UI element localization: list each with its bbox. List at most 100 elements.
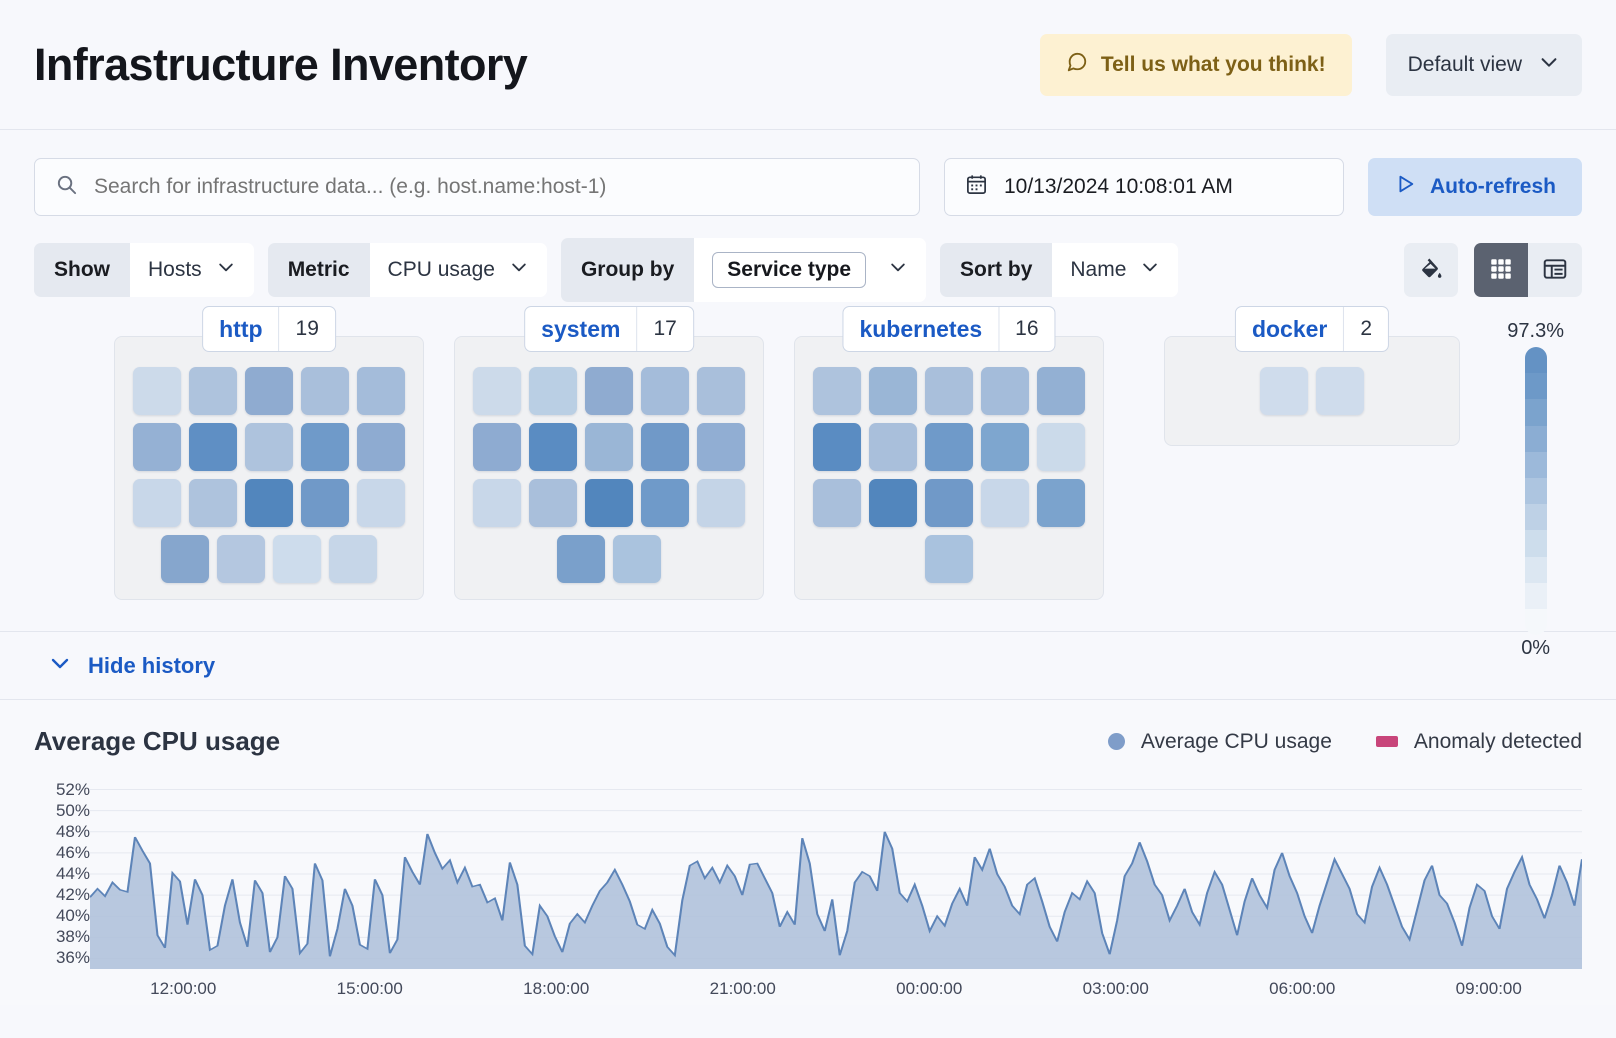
- waffle-cell[interactable]: [557, 535, 605, 583]
- plot-area[interactable]: [90, 779, 1582, 969]
- waffle-cell[interactable]: [1316, 367, 1364, 415]
- legend-label: Average CPU usage: [1140, 729, 1332, 753]
- filter-show[interactable]: Show Hosts: [34, 243, 254, 297]
- filter-group-by-value[interactable]: Service type: [694, 238, 927, 302]
- group-chip[interactable]: system 17: [524, 306, 694, 352]
- waffle-cell[interactable]: [813, 479, 861, 527]
- waffle-cell[interactable]: [585, 479, 633, 527]
- waffle-cell[interactable]: [161, 535, 209, 583]
- waffle-cell[interactable]: [473, 479, 521, 527]
- waffle-cell[interactable]: [529, 423, 577, 471]
- waffle-cell[interactable]: [357, 423, 405, 471]
- filter-show-value[interactable]: Hosts: [130, 243, 254, 297]
- table-view-toggle[interactable]: [1528, 243, 1582, 297]
- page-header: Infrastructure Inventory Tell us what yo…: [0, 0, 1616, 130]
- group-chip[interactable]: http 19: [202, 306, 336, 352]
- grid-view-icon: [1488, 256, 1514, 285]
- filter-sort-by[interactable]: Sort by Name: [940, 243, 1179, 297]
- waffle-cell[interactable]: [529, 367, 577, 415]
- search-input-wrapper[interactable]: [34, 158, 920, 216]
- waffle-cell[interactable]: [357, 367, 405, 415]
- calendar-icon: [965, 173, 988, 202]
- filter-show-label: Show: [34, 243, 130, 297]
- waffle-cell[interactable]: [813, 423, 861, 471]
- waffle-cell[interactable]: [189, 367, 237, 415]
- group-chip[interactable]: docker 2: [1234, 306, 1390, 352]
- waffle-cell[interactable]: [981, 423, 1029, 471]
- waffle-cell[interactable]: [301, 367, 349, 415]
- search-input[interactable]: [94, 175, 899, 199]
- waffle-cell[interactable]: [641, 367, 689, 415]
- default-view-dropdown[interactable]: Default view: [1385, 33, 1582, 96]
- filter-sort-by-value[interactable]: Name: [1052, 243, 1179, 297]
- auto-refresh-button[interactable]: Auto-refresh: [1367, 158, 1582, 216]
- group-count: 2: [1343, 307, 1388, 351]
- waffle-cell[interactable]: [301, 479, 349, 527]
- y-axis: 52%50%48%46%44%42%40%38%36%: [34, 779, 90, 969]
- waffle-cell[interactable]: [473, 367, 521, 415]
- waffle-cell[interactable]: [869, 479, 917, 527]
- waffle-cell[interactable]: [189, 479, 237, 527]
- legend-marker-circle: [1107, 733, 1125, 750]
- waffle-cell[interactable]: [585, 423, 633, 471]
- waffle-cell[interactable]: [217, 535, 265, 583]
- feedback-button[interactable]: Tell us what you think!: [1039, 33, 1352, 96]
- waffle-cell[interactable]: [245, 479, 293, 527]
- waffle-row: [473, 423, 745, 471]
- group-name: system: [541, 315, 621, 342]
- date-picker[interactable]: 10/13/2024 10:08:01 AM: [943, 158, 1344, 216]
- waffle-cell[interactable]: [273, 535, 321, 583]
- waffle-row: [813, 423, 1085, 471]
- color-fill-button[interactable]: [1404, 243, 1458, 297]
- waffle-cell[interactable]: [245, 367, 293, 415]
- y-tick-label: 38%: [55, 927, 90, 947]
- waffle-cell[interactable]: [925, 367, 973, 415]
- waffle-cell[interactable]: [869, 423, 917, 471]
- legend-item-average-cpu-usage[interactable]: Average CPU usage: [1107, 729, 1332, 754]
- waffle-cell[interactable]: [613, 535, 661, 583]
- waffle-cell[interactable]: [245, 423, 293, 471]
- waffle-cell[interactable]: [357, 479, 405, 527]
- waffle-cell[interactable]: [133, 367, 181, 415]
- legend-item-anomaly-detected[interactable]: Anomaly detected: [1375, 730, 1582, 754]
- group-count: 16: [998, 307, 1054, 351]
- grid-view-toggle[interactable]: [1474, 243, 1528, 297]
- waffle-cell[interactable]: [1037, 423, 1085, 471]
- toolbar: 10/13/2024 10:08:01 AM Auto-refresh Show…: [0, 130, 1616, 302]
- x-tick-label: 09:00:00: [1455, 979, 1522, 998]
- waffle-cell[interactable]: [925, 479, 973, 527]
- waffle-cell[interactable]: [1260, 367, 1308, 415]
- x-tick-label: 18:00:00: [523, 979, 590, 998]
- hide-history-toggle[interactable]: Hide history: [0, 632, 1616, 700]
- filter-metric[interactable]: Metric CPU usage: [267, 243, 547, 297]
- waffle-cell[interactable]: [189, 423, 237, 471]
- waffle-cell[interactable]: [329, 535, 377, 583]
- waffle-cell[interactable]: [1037, 367, 1085, 415]
- waffle-cell[interactable]: [133, 423, 181, 471]
- waffle-cell[interactable]: [697, 367, 745, 415]
- waffle-cell[interactable]: [301, 423, 349, 471]
- waffle-cell[interactable]: [133, 479, 181, 527]
- waffle-cell[interactable]: [697, 479, 745, 527]
- waffle-cell[interactable]: [529, 479, 577, 527]
- filter-metric-value[interactable]: CPU usage: [369, 243, 547, 297]
- chevron-down-icon: [509, 257, 529, 283]
- filter-show-value-text: Hosts: [148, 258, 202, 281]
- waffle-cell[interactable]: [869, 367, 917, 415]
- waffle-cell[interactable]: [981, 367, 1029, 415]
- waffle-cell[interactable]: [1037, 479, 1085, 527]
- waffle-cell[interactable]: [925, 423, 973, 471]
- waffle-cell[interactable]: [697, 423, 745, 471]
- waffle-cell[interactable]: [473, 423, 521, 471]
- waffle-cell[interactable]: [925, 535, 973, 583]
- group-chip[interactable]: kubernetes 16: [842, 306, 1056, 352]
- filter-group-by[interactable]: Group by Service type: [560, 238, 927, 302]
- waffle-cell[interactable]: [813, 367, 861, 415]
- waffle-cell[interactable]: [585, 367, 633, 415]
- waffle-cell[interactable]: [641, 423, 689, 471]
- chevron-down-icon: [1538, 51, 1560, 79]
- legend-max-label: 97.3%: [1507, 320, 1564, 342]
- waffle-cell[interactable]: [641, 479, 689, 527]
- waffle-cell[interactable]: [981, 479, 1029, 527]
- waffle-area: http 19 system 17 kubernetes 16 docker 2…: [0, 302, 1616, 659]
